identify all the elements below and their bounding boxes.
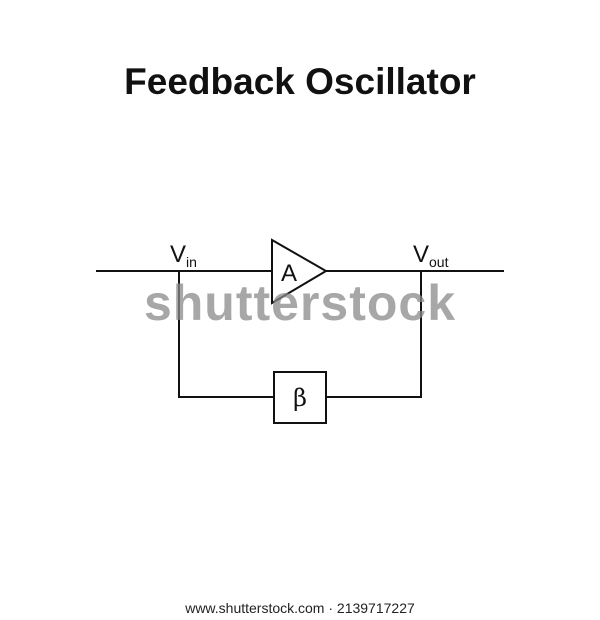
vout-label: Vout	[413, 241, 449, 270]
diagram-title: Feedback Oscillator	[124, 61, 476, 102]
amplifier-label: A	[281, 260, 297, 287]
footer-credit: www.shutterstock.com · 2139717227	[185, 600, 415, 616]
vout-main: V	[413, 241, 429, 268]
feedback-wire-left	[178, 271, 274, 398]
feedback-block	[273, 371, 327, 424]
watermark-text: shutterstock	[144, 275, 456, 331]
feedback-wire-right	[326, 271, 422, 398]
vin-subscript: in	[186, 254, 197, 270]
vin-main: V	[170, 241, 186, 268]
feedback-label: β	[293, 384, 307, 412]
amplifier-triangle	[271, 238, 328, 305]
vout-subscript: out	[429, 254, 449, 270]
vin-label: Vin	[170, 241, 197, 270]
